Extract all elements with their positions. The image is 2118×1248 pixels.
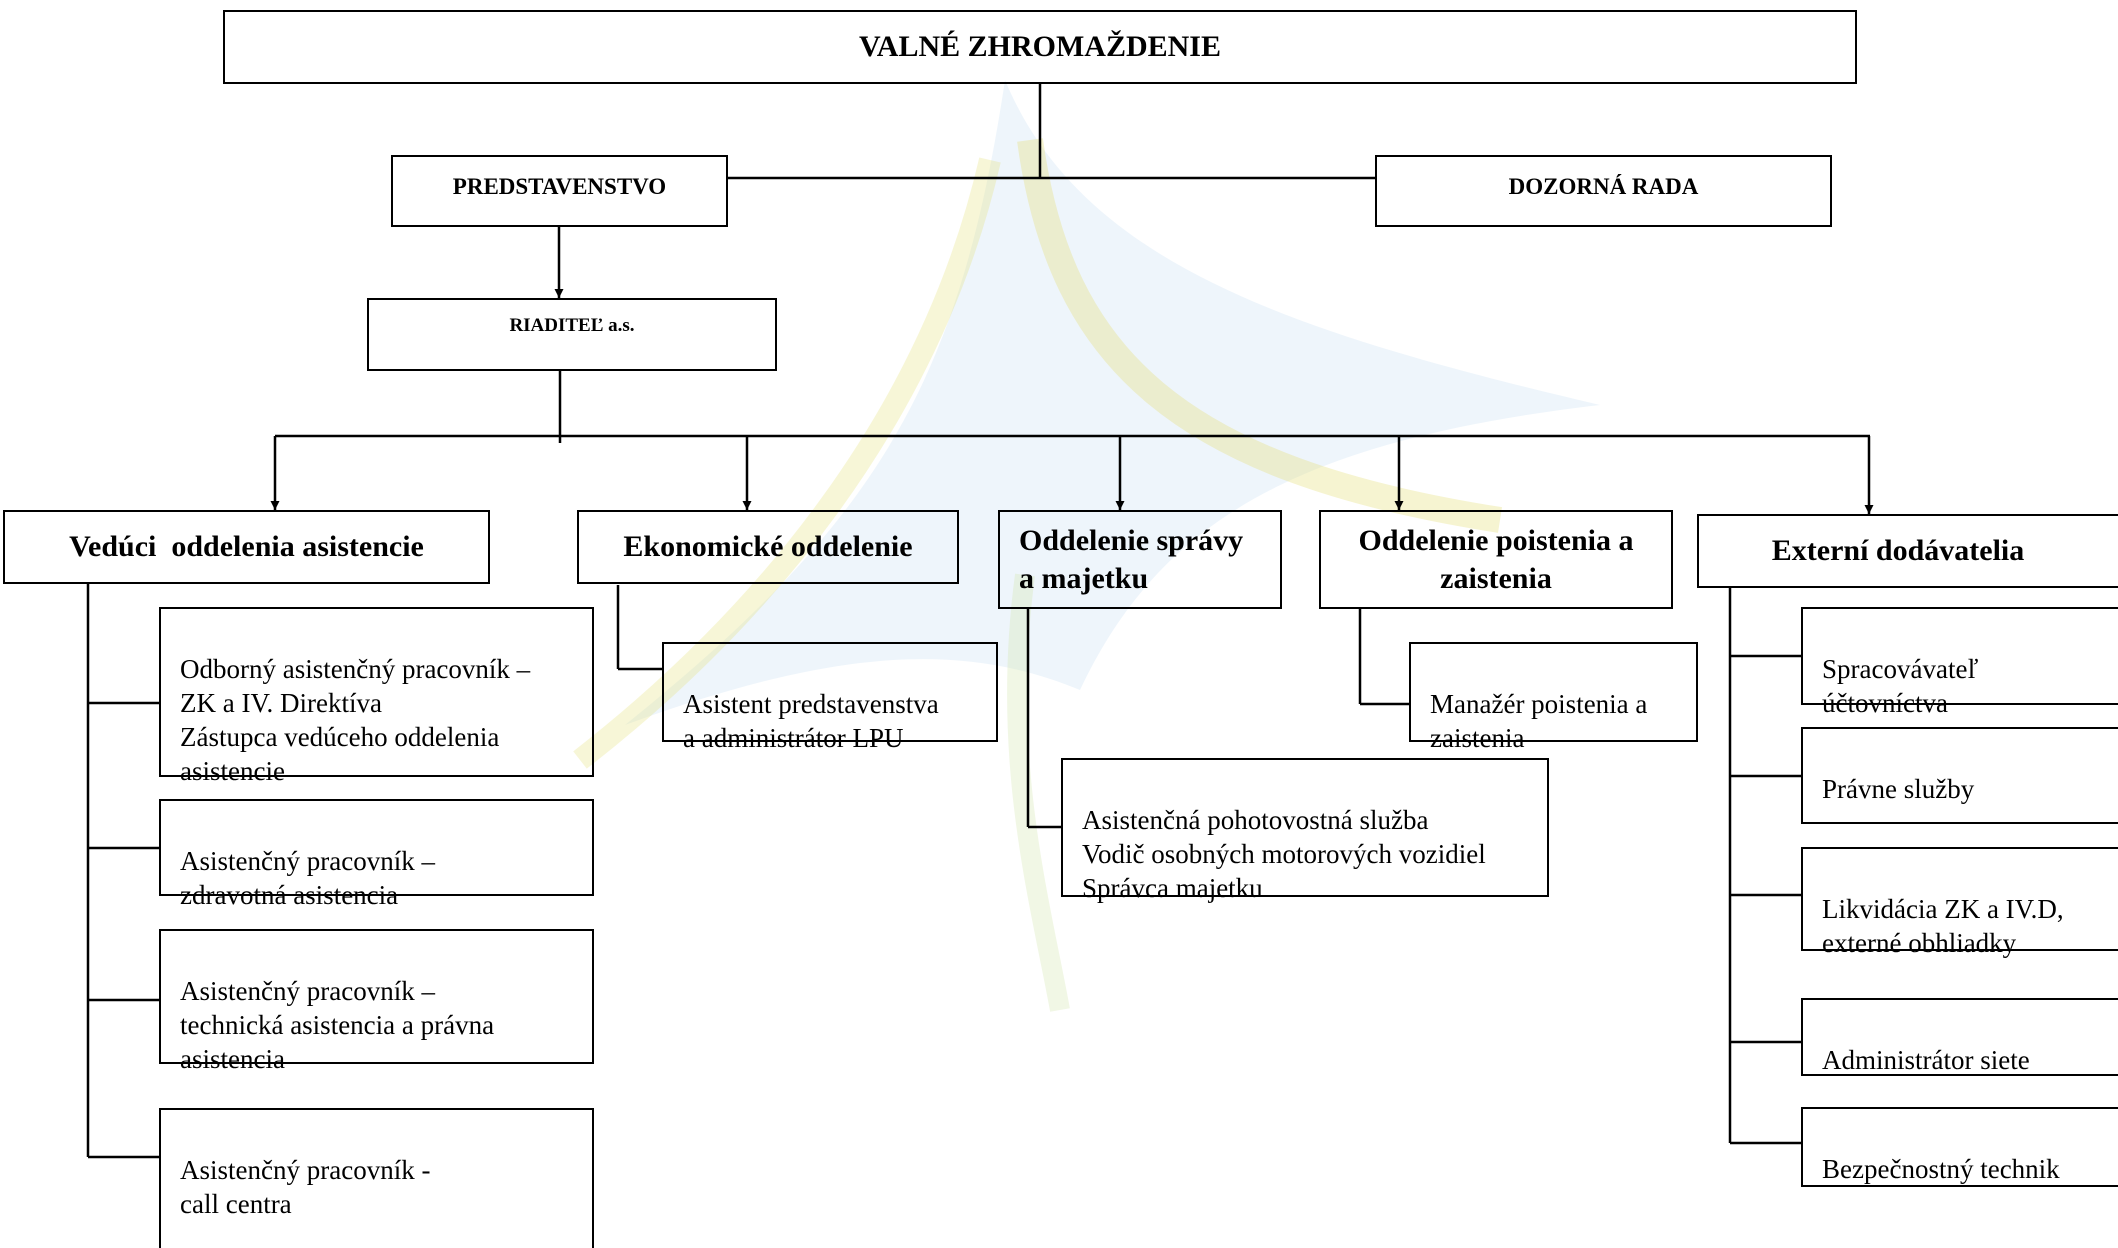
role-box: Asistenčný pracovník - call centra <box>159 1108 594 1248</box>
supplier-box: Likvidácia ZK a IV.D, externé obhliadky <box>1801 847 2118 958</box>
director-label: RIADITEĽ a.s. <box>509 314 635 336</box>
role-label: Asistenčný pracovník – technická asisten… <box>180 976 495 1074</box>
role-box: Asistenčná pohotovostná služba Vodič oso… <box>1061 758 1549 903</box>
supplier-label: Bezpečnostný technik <box>1822 1154 2060 1184</box>
department-assistance-label: Vedúci oddelenia asistencie <box>69 530 424 563</box>
role-box: Manažér poistenia a zaistenia <box>1409 642 1698 753</box>
role-box: Asistenčný pracovník – zdravotná asisten… <box>159 799 594 910</box>
role-box: Asistenčný pracovník – technická asisten… <box>159 929 594 1074</box>
supervisory-board-label: DOZORNÁ RADA <box>1508 174 1699 199</box>
supplier-label: Likvidácia ZK a IV.D, externé obhliadky <box>1822 894 2064 958</box>
board-of-directors-box: PREDSTAVENSTVO <box>391 155 728 227</box>
board-of-directors-label: PREDSTAVENSTVO <box>452 174 667 199</box>
general-assembly-box: VALNÉ ZHROMAŽDENIE <box>223 10 1857 84</box>
supplier-label: Administrátor siete <box>1822 1045 2030 1075</box>
role-label: Asistent predstavenstva a administrátor … <box>683 689 939 753</box>
department-insurance-box: Oddelenie poistenia a zaistenia <box>1319 510 1673 609</box>
department-property-box: Oddelenie správy a majetku <box>998 510 1282 609</box>
supplier-box: Administrátor siete <box>1801 998 2118 1076</box>
supplier-box: Bezpečnostný technik <box>1801 1107 2118 1187</box>
role-box: Asistent predstavenstva a administrátor … <box>662 642 998 753</box>
role-label: Asistenčný pracovník - call centra <box>180 1155 431 1219</box>
general-assembly-label: VALNÉ ZHROMAŽDENIE <box>858 30 1221 63</box>
supplier-box: Právne služby <box>1801 727 2118 824</box>
department-insurance-label: Oddelenie poistenia a zaistenia <box>1358 523 1634 595</box>
department-external-box: Externí dodávatelia <box>1697 514 2118 588</box>
supplier-box: Spracovávateľ účtovníctva <box>1801 607 2118 718</box>
supervisory-board-box: DOZORNÁ RADA <box>1375 155 1832 227</box>
department-external-label: Externí dodávatelia <box>1771 534 2025 567</box>
director-box: RIADITEĽ a.s. <box>367 298 777 371</box>
supplier-label: Právne služby <box>1822 774 1975 804</box>
department-assistance-box: Vedúci oddelenia asistencie <box>3 510 490 584</box>
department-economic-label: Ekonomické oddelenie <box>623 530 913 563</box>
role-label: Odborný asistenčný pracovník – ZK a IV. … <box>180 654 531 786</box>
role-label: Asistenčná pohotovostná služba Vodič oso… <box>1082 805 1486 903</box>
role-box: Odborný asistenčný pracovník – ZK a IV. … <box>159 607 594 786</box>
department-economic-box: Ekonomické oddelenie <box>577 510 959 584</box>
role-label: Manažér poistenia a zaistenia <box>1430 689 1648 753</box>
supplier-label: Spracovávateľ účtovníctva <box>1822 654 1979 718</box>
department-property-label: Oddelenie správy a majetku <box>1019 523 1244 595</box>
role-label: Asistenčný pracovník – zdravotná asisten… <box>180 846 435 910</box>
